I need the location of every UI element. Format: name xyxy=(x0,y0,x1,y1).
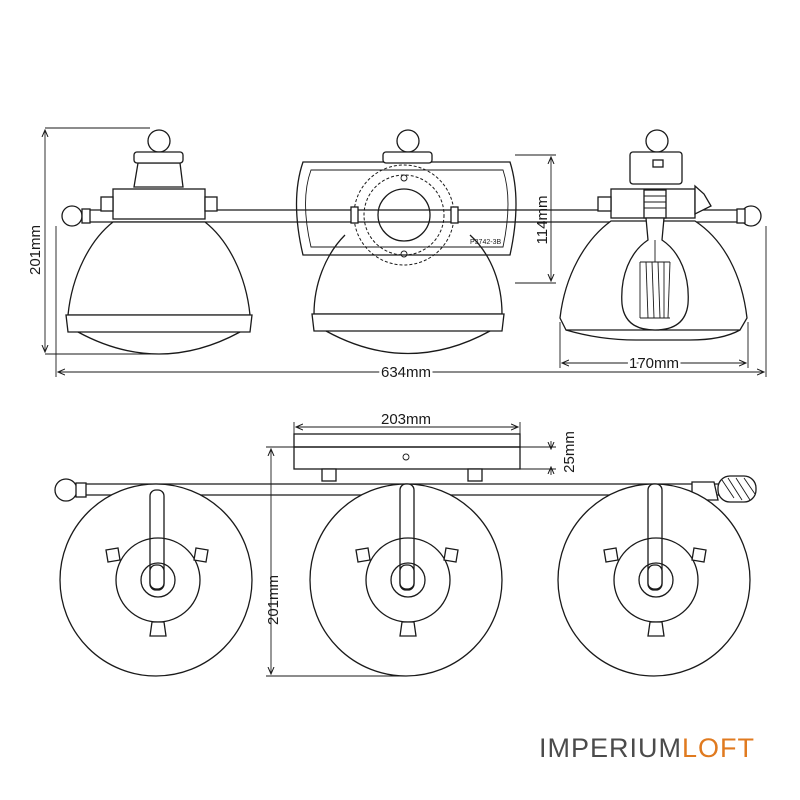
dim-plate-height: 114mm xyxy=(515,154,556,284)
front-height-label: 201mm xyxy=(27,225,44,275)
top-shade-left xyxy=(59,483,253,677)
brand-logo-part2: LOFT xyxy=(682,733,756,763)
top-projection-label: 201mm xyxy=(265,575,282,625)
dim-plate-width: 203mm xyxy=(293,411,521,434)
brand-logo-part1: IMPERIUM xyxy=(539,733,682,763)
front-center-lamp xyxy=(311,129,505,355)
dim-top-projection: 201mm xyxy=(265,446,404,677)
left-finial xyxy=(61,205,83,227)
total-width-label: 634mm xyxy=(381,364,431,381)
dim-front-height: 201mm xyxy=(27,127,160,355)
part-number: P3742-3B xyxy=(470,239,501,246)
plate-width-label: 203mm xyxy=(381,411,431,428)
shade-width-label: 170mm xyxy=(629,355,679,372)
mounting-ring: P3742-3B xyxy=(350,164,501,266)
top-shade-center xyxy=(309,483,503,677)
top-view: 203mm 25mm 201mm xyxy=(54,411,757,677)
front-view: P3742-3B xyxy=(27,127,767,384)
front-right-lamp xyxy=(559,129,748,341)
top-right-finial xyxy=(717,475,757,503)
top-backplate xyxy=(293,433,521,482)
front-left-lamp xyxy=(65,129,253,355)
top-shade-right xyxy=(557,483,751,677)
top-left-finial xyxy=(54,478,78,502)
dim-plate-depth: 25mm xyxy=(520,431,578,475)
edison-bulb xyxy=(621,189,689,331)
plate-depth-label: 25mm xyxy=(561,431,578,473)
dim-shade-width: 170mm xyxy=(559,322,749,375)
brand-logo: IMPERIUMLOFT xyxy=(539,733,755,764)
dim-total-width: 634mm xyxy=(55,226,767,384)
plate-height-label: 114mm xyxy=(534,196,551,245)
front-backplate xyxy=(295,161,517,256)
